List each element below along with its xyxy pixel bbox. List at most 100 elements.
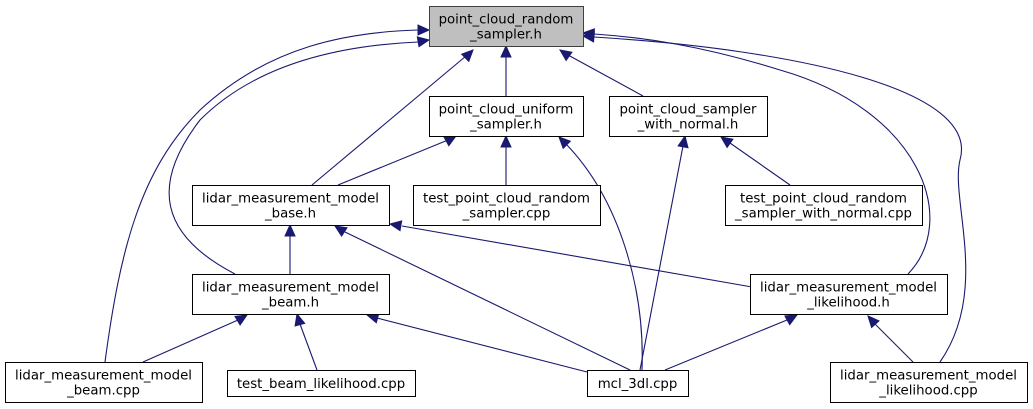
edge-beam_h-to-root xyxy=(168,36,431,275)
edge-base-to-uniform xyxy=(337,135,458,186)
node-box xyxy=(192,185,390,226)
node-label: _sampler_with_normal.cpp xyxy=(734,207,912,222)
node-test-normal[interactable]: test_point_cloud_random_sampler_with_nor… xyxy=(725,185,923,226)
edge-line xyxy=(376,317,588,373)
arrowhead-icon xyxy=(784,314,799,326)
edges-layer xyxy=(104,24,967,373)
node-label: _likelihood.cpp xyxy=(878,384,977,399)
node-box xyxy=(192,274,390,315)
node-label: point_cloud_uniform xyxy=(439,103,574,118)
edge-line xyxy=(337,139,449,186)
node-label: point_cloud_random xyxy=(439,13,574,28)
arrowhead-icon xyxy=(581,31,595,43)
edge-test_beam-to-beam_h xyxy=(294,312,318,371)
edge-line xyxy=(142,319,239,363)
edge-line xyxy=(311,55,467,186)
node-label: lidar_measurement_model xyxy=(15,369,192,384)
arrowhead-icon xyxy=(500,134,512,148)
edge-base-to-root xyxy=(311,49,474,186)
edge-beam_h-to-base xyxy=(284,223,296,274)
arrowhead-icon xyxy=(416,36,431,48)
node-label: test_beam_likelihood.cpp xyxy=(237,377,405,392)
arrowhead-icon xyxy=(294,312,306,327)
edge-test_normal-to-normal xyxy=(720,136,791,186)
arrowhead-icon xyxy=(500,44,512,58)
node-label: test_point_cloud_random xyxy=(423,192,590,207)
edge-line xyxy=(593,36,967,363)
edge-likelihood_h-to-root xyxy=(581,28,931,275)
node-box xyxy=(725,185,923,226)
node-likelihood-cpp[interactable]: lidar_measurement_model_likelihood.cpp xyxy=(830,362,1028,403)
node-normal[interactable]: point_cloud_sampler_with_normal.h xyxy=(609,96,768,137)
node-label: lidar_measurement_model xyxy=(840,369,1017,384)
node-test-beam[interactable]: test_beam_likelihood.cpp xyxy=(227,370,416,397)
arrowhead-icon xyxy=(559,49,573,62)
arrowhead-icon xyxy=(284,223,296,237)
edge-beam_cpp-to-root xyxy=(104,24,431,363)
node-label: _sampler.h xyxy=(469,28,542,43)
nodes-layer: point_cloud_random_sampler.hpoint_cloud_… xyxy=(5,6,1028,403)
arrowhead-icon xyxy=(677,134,689,149)
node-root[interactable]: point_cloud_random_sampler.h xyxy=(429,6,584,47)
arrowhead-icon xyxy=(720,136,734,149)
arrowhead-icon xyxy=(558,136,572,150)
edge-line xyxy=(168,41,419,275)
node-label: mcl_3dl.cpp xyxy=(598,377,678,392)
edge-uniform-to-root xyxy=(500,44,512,96)
edge-line xyxy=(593,33,931,275)
edge-line xyxy=(729,142,791,186)
node-beam-cpp[interactable]: lidar_measurement_model_beam.cpp xyxy=(5,362,203,403)
edge-mcl-to-normal xyxy=(639,134,689,371)
node-box xyxy=(750,274,948,315)
arrowhead-icon xyxy=(388,220,403,232)
node-mcl[interactable]: mcl_3dl.cpp xyxy=(587,370,689,397)
node-label: test_point_cloud_random xyxy=(740,192,907,207)
edge-line xyxy=(344,231,631,371)
edge-mcl-to-uniform xyxy=(558,136,643,371)
node-uniform[interactable]: point_cloud_uniform_sampler.h xyxy=(429,96,584,137)
node-label: lidar_measurement_model xyxy=(202,281,379,296)
edge-normal-to-root xyxy=(559,49,644,97)
node-test-random[interactable]: test_point_cloud_random_sampler.cpp xyxy=(413,185,601,226)
node-box xyxy=(587,370,689,397)
edge-likelihood_h-to-base xyxy=(388,220,753,288)
edge-line xyxy=(567,54,644,97)
edge-line xyxy=(104,29,419,363)
edge-line xyxy=(874,323,914,363)
node-beam-h[interactable]: lidar_measurement_model_beam.h xyxy=(192,274,390,315)
edge-beam_cpp-to-beam_h xyxy=(142,314,249,363)
node-box xyxy=(413,185,601,226)
node-label: _sampler.h xyxy=(469,118,542,133)
edge-mcl-to-likelihood_h xyxy=(664,314,799,371)
edge-line xyxy=(639,145,684,371)
node-label: lidar_measurement_model xyxy=(760,281,937,296)
edge-test_random-to-uniform xyxy=(500,134,512,185)
node-label: lidar_measurement_model xyxy=(202,192,379,207)
node-box xyxy=(5,362,203,403)
edge-mcl-to-beam_h xyxy=(365,312,588,373)
node-label: point_cloud_sampler xyxy=(619,103,757,118)
edge-mcl-to-base xyxy=(333,225,631,371)
arrowhead-icon xyxy=(867,315,880,329)
edge-line xyxy=(565,143,643,371)
edge-line xyxy=(401,225,753,288)
node-likelihood-h[interactable]: lidar_measurement_model_likelihood.h xyxy=(750,274,948,315)
node-box xyxy=(227,370,416,397)
node-label: _sampler.cpp xyxy=(462,207,551,222)
node-label: _beam.cpp xyxy=(66,384,140,399)
edge-line xyxy=(299,323,318,371)
node-box xyxy=(830,362,1028,403)
arrowhead-icon xyxy=(443,135,458,147)
edge-line xyxy=(664,319,788,371)
arrowhead-icon xyxy=(234,314,249,326)
node-box xyxy=(429,6,584,47)
node-label: _with_normal.h xyxy=(637,118,739,133)
node-box xyxy=(429,96,584,137)
node-label: _likelihood.h xyxy=(806,296,890,311)
node-base[interactable]: lidar_measurement_model_base.h xyxy=(192,185,390,226)
arrowhead-icon xyxy=(417,24,431,36)
node-box xyxy=(609,96,768,137)
edge-likelihood_cpp-to-likelihood_h xyxy=(867,315,914,363)
node-label: _base.h xyxy=(264,207,316,222)
